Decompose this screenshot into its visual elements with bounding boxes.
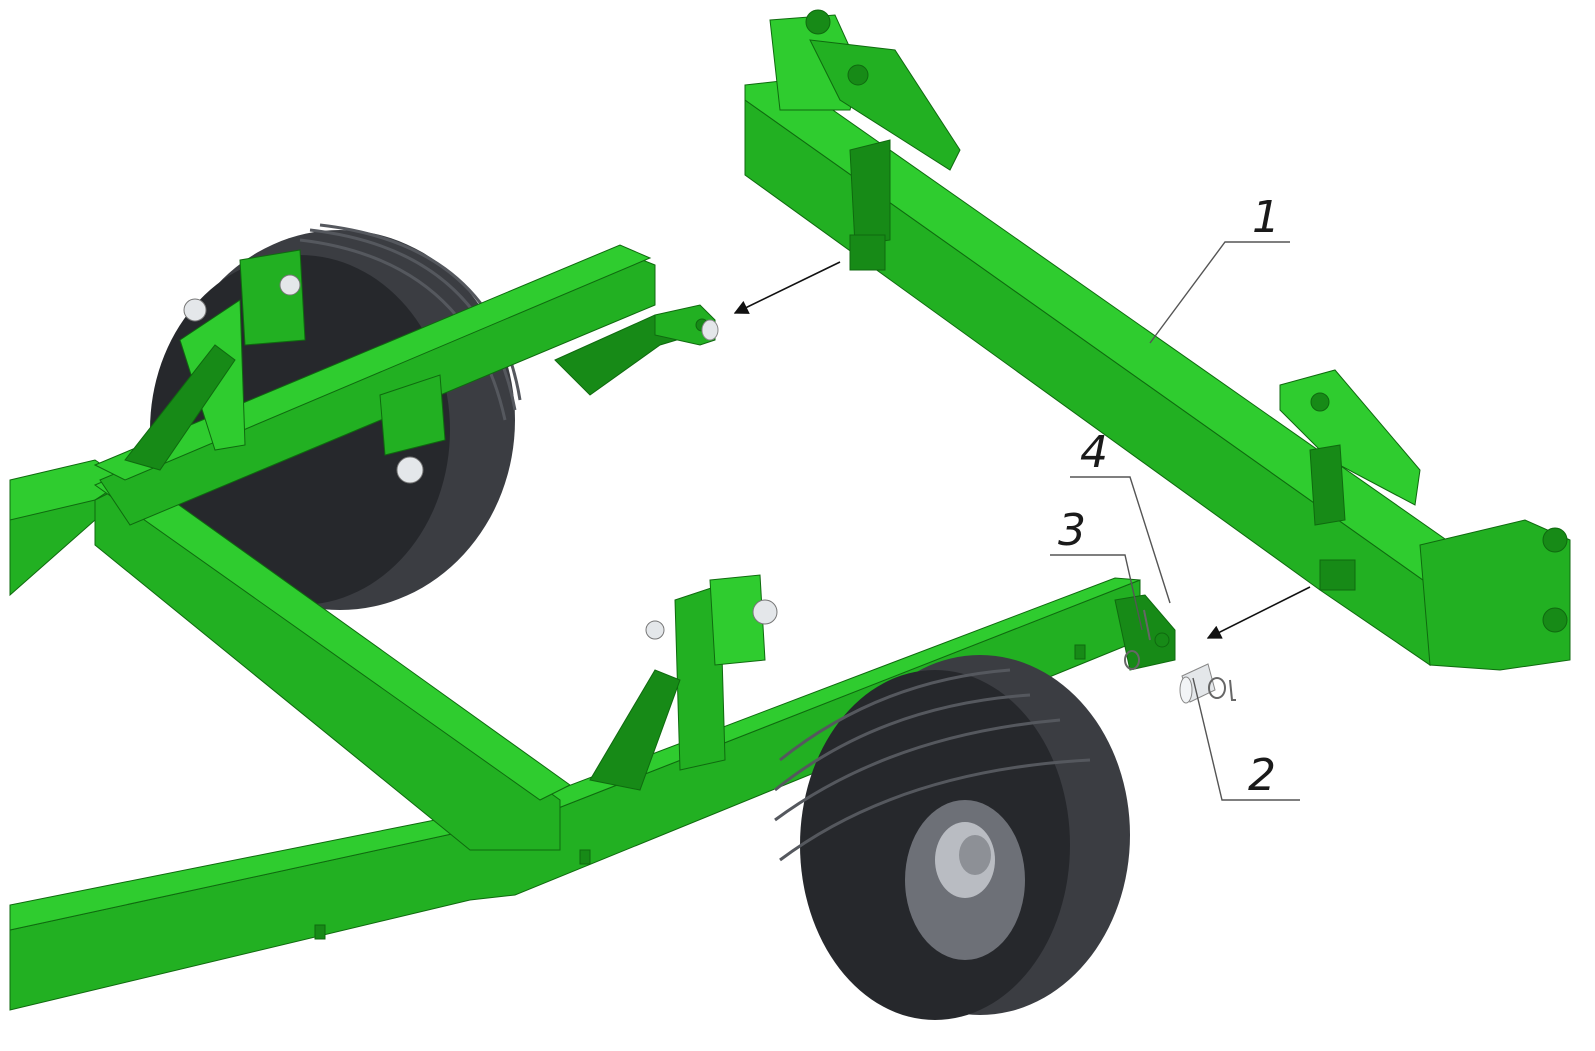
leader-2 <box>1192 677 1300 801</box>
front-wheel <box>774 655 1130 1020</box>
front-wheel-cap <box>959 835 991 875</box>
front-tire-grooves <box>774 668 1091 862</box>
hitch-pin <box>1179 663 1216 704</box>
callout-2: 2 <box>1248 750 1276 801</box>
washer <box>1208 677 1226 699</box>
rear-axle-bracket <box>124 249 446 484</box>
small-cotter <box>1143 609 1151 641</box>
front-axle-bracket <box>589 574 778 791</box>
rear-hitch-ear <box>654 304 716 346</box>
main-frame <box>9 244 1176 1011</box>
callout-1: 1 <box>1252 192 1280 243</box>
callout-3: 3 <box>1058 505 1086 556</box>
callout-4: 4 <box>1080 427 1108 478</box>
assembly-arrow-rear <box>733 261 841 314</box>
hitch-beam-assembly <box>744 9 1571 671</box>
cotter-pin <box>1229 679 1236 701</box>
leader-1 <box>1149 241 1290 344</box>
front-hitch-hole <box>1154 632 1170 648</box>
assembly-arrow-front <box>1206 586 1311 639</box>
hitch-beam-clevis <box>1419 519 1571 671</box>
leader-3 <box>1050 554 1143 631</box>
front-hitch-tongue <box>1114 594 1176 671</box>
rear-hitch-pin <box>701 319 719 341</box>
leader-4 <box>1070 476 1171 604</box>
small-washer <box>1124 650 1140 670</box>
